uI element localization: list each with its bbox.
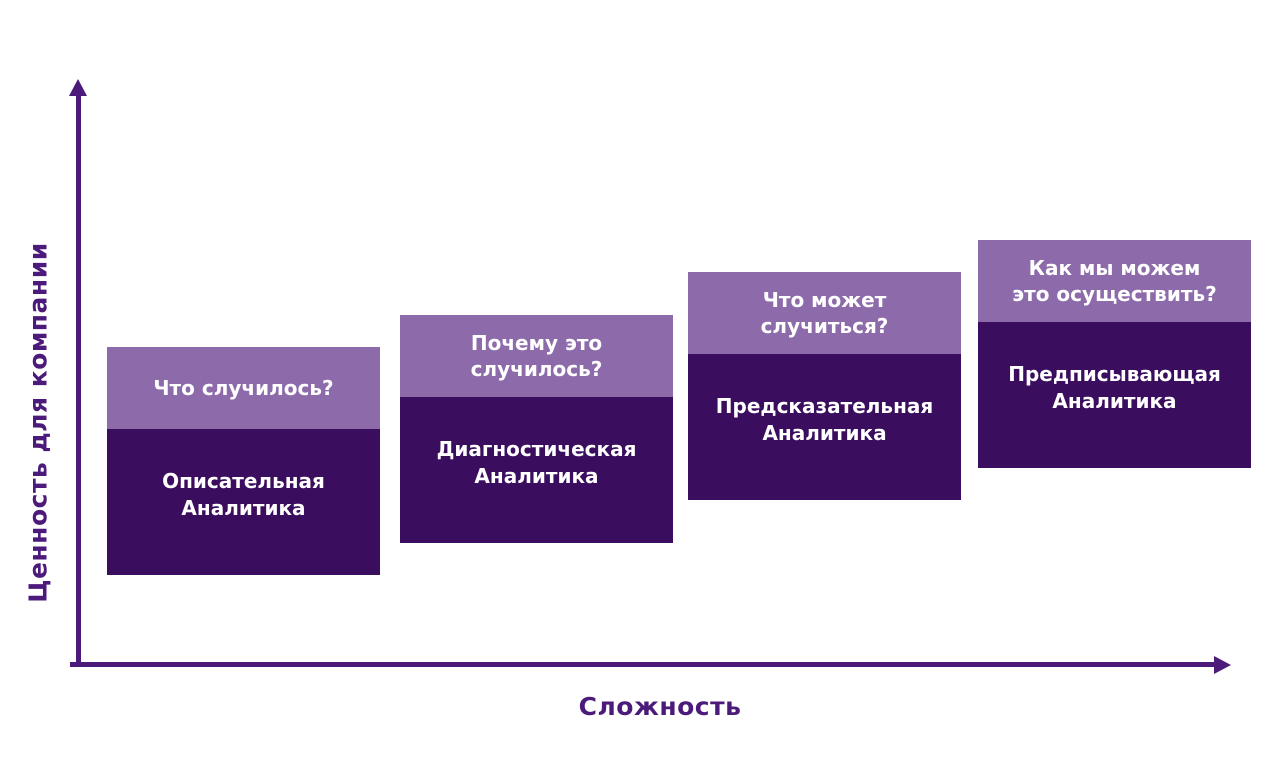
y-axis-line: [76, 95, 81, 667]
y-axis-label: Ценность для компании: [23, 242, 53, 603]
step-label: Предписывающая Аналитика: [978, 322, 1251, 468]
step-diagnostic-analytics: Почему это случилось? Диагностическая Ан…: [400, 315, 673, 543]
step-question: Как мы можем это осуществить?: [978, 240, 1251, 322]
step-predictive-analytics: Что может случиться? Предсказательная Ан…: [688, 272, 961, 500]
step-question: Что случилось?: [107, 347, 380, 429]
step-prescriptive-analytics: Как мы можем это осуществить? Предписыва…: [978, 240, 1251, 468]
step-descriptive-analytics: Что случилось? Описательная Аналитика: [107, 347, 380, 575]
x-axis-label: Сложность: [578, 692, 742, 721]
step-question: Почему это случилось?: [400, 315, 673, 397]
y-axis-arrowhead-icon: [69, 79, 87, 96]
step-label: Предсказательная Аналитика: [688, 354, 961, 500]
x-axis-line: [70, 662, 1215, 667]
step-label: Диагностическая Аналитика: [400, 397, 673, 543]
step-label: Описательная Аналитика: [107, 429, 380, 575]
step-question: Что может случиться?: [688, 272, 961, 354]
x-axis-arrowhead-icon: [1214, 656, 1231, 674]
